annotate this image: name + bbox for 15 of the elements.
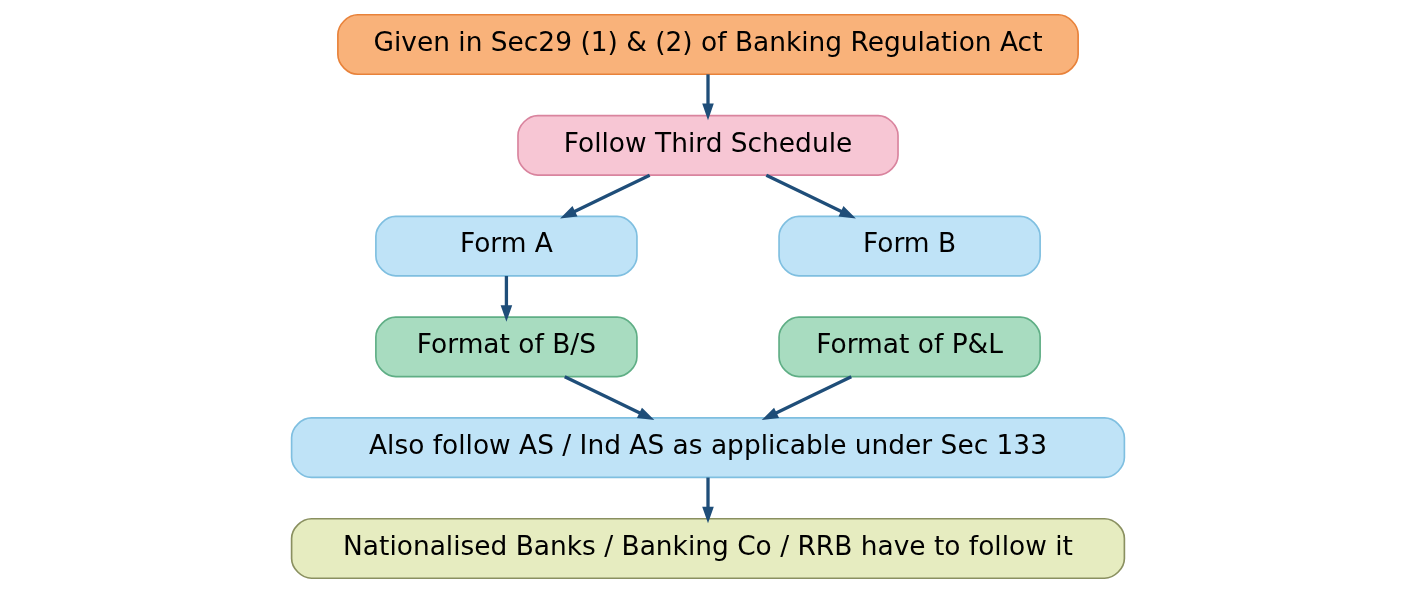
arrow	[761, 375, 852, 421]
node-box: Format of B/S	[375, 316, 638, 378]
arrow	[500, 275, 513, 322]
node-box: Form A	[375, 215, 638, 277]
node-box: Nationalised Banks / Banking Co / RRB have to follow it	[290, 517, 1126, 580]
arrow	[702, 477, 714, 524]
node-box: Also follow AS / Ind AS as applicable under Sec 133	[290, 417, 1126, 479]
node-box: Follow Third Schedule	[517, 114, 899, 176]
arrow	[702, 74, 714, 121]
arrow	[560, 173, 651, 219]
node-box: Given in Sec29 (1) & (2) of Banking Regulation Act	[337, 13, 1079, 76]
node-box: Form B	[778, 215, 1041, 277]
node-box: Format of P&L	[778, 316, 1041, 378]
arrow	[564, 375, 655, 421]
arrow	[765, 173, 856, 219]
